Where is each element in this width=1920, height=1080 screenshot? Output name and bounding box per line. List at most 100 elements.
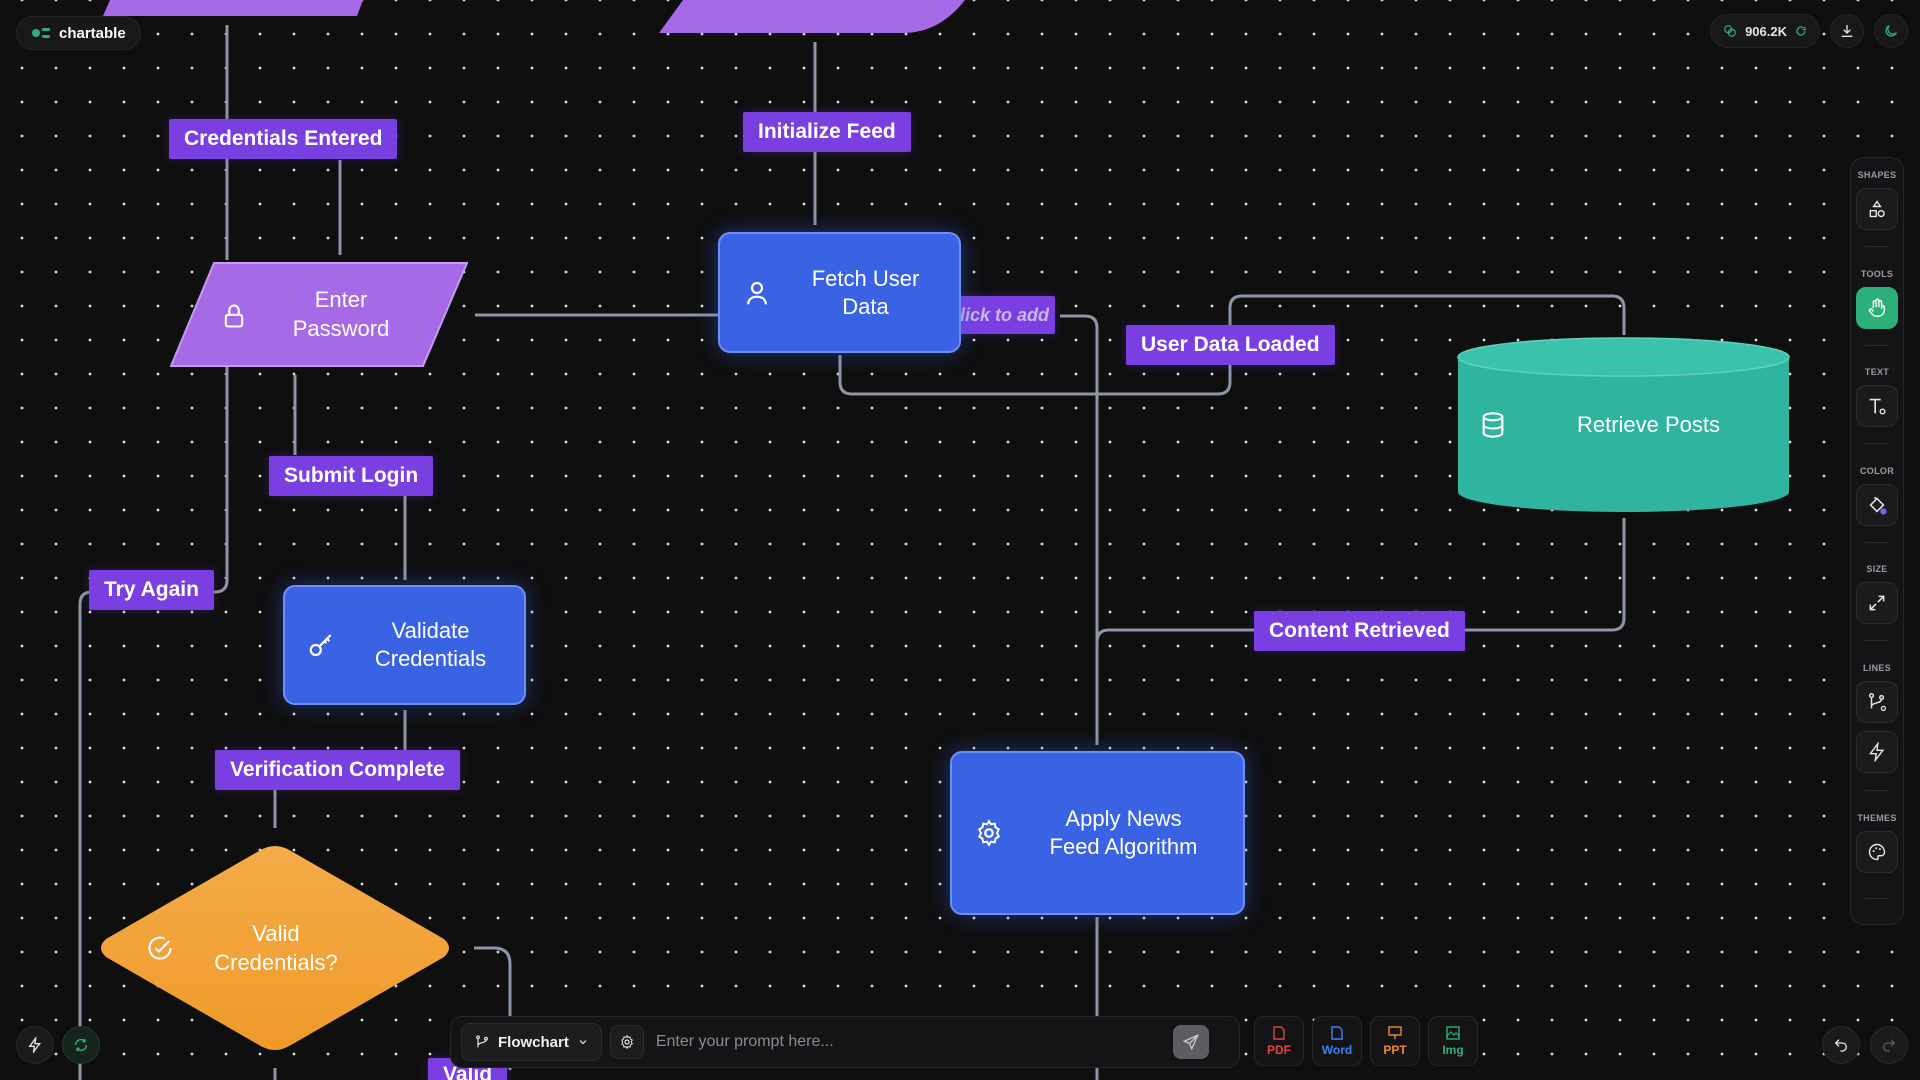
export-image-label: Img [1442, 1042, 1464, 1057]
node-label: Validate Credentials [374, 618, 487, 671]
io-shape-top-left[interactable] [95, 0, 375, 20]
sync-icon [75, 1039, 87, 1051]
edge-label-initialize-feed[interactable]: Initialize Feed [743, 112, 911, 152]
export-buttons: PDF Word PPT Img [1254, 1016, 1478, 1066]
right-toolbar: SHAPES TOOLS TEXT COLOR [1850, 157, 1904, 925]
refresh-icon[interactable] [1795, 25, 1807, 37]
toolbar-section-themes: THEMES [1851, 813, 1903, 873]
coins-icon [1724, 25, 1736, 37]
text-icon [1869, 398, 1886, 415]
export-pdf-label: PDF [1267, 1042, 1291, 1057]
toolbar-section-size: SIZE [1851, 564, 1903, 624]
quick-action-button[interactable] [16, 1026, 54, 1064]
auto-connect-button[interactable] [1856, 731, 1898, 773]
hand-icon [1868, 298, 1886, 317]
toolbar-section-color: COLOR [1851, 466, 1903, 526]
hand-tool-button[interactable] [1856, 287, 1898, 329]
export-ppt-button[interactable]: PPT [1370, 1016, 1420, 1066]
node-enter-password[interactable]: Enter Password [170, 262, 468, 367]
toolbar-title-tools: TOOLS [1860, 269, 1894, 279]
undo-button[interactable] [1822, 1026, 1860, 1064]
io-shape-top-center[interactable] [655, 0, 985, 36]
lightning-icon [1868, 742, 1885, 762]
presentation-icon [1388, 1025, 1402, 1039]
top-right-controls: 906.2K [1710, 14, 1908, 48]
toolbar-title-size: SIZE [1866, 564, 1888, 574]
node-apply-news-feed-algorithm[interactable]: Apply News Feed Algorithm [950, 751, 1245, 915]
gear-icon [977, 819, 1001, 847]
connector-style-button[interactable] [1856, 681, 1898, 723]
prompt-settings-button[interactable] [609, 1025, 644, 1059]
redo-button[interactable] [1870, 1026, 1908, 1064]
toolbar-divider [1865, 246, 1889, 247]
send-icon [1182, 1033, 1200, 1051]
toolbar-divider [1865, 443, 1889, 444]
toolbar-divider [1865, 345, 1889, 346]
diagram-type-label: Flowchart [498, 1033, 569, 1051]
branch-icon [476, 1035, 488, 1048]
node-label: Valid Credentials? [214, 921, 338, 975]
diagram-type-select[interactable]: Flowchart [461, 1023, 602, 1061]
node-retrieve-posts[interactable]: Retrieve Posts [1457, 337, 1790, 514]
download-button[interactable] [1830, 14, 1864, 48]
send-button[interactable] [1173, 1025, 1209, 1059]
toolbar-section-lines: LINES [1851, 663, 1903, 773]
database-icon [1482, 412, 1504, 438]
node-label: Apply News Feed Algorithm [1049, 806, 1198, 859]
color-picker-button[interactable] [1856, 484, 1898, 526]
palette-icon [1868, 843, 1886, 861]
node-label: Enter Password [292, 287, 390, 341]
prompt-input[interactable] [655, 1033, 1173, 1051]
export-word-button[interactable]: Word [1312, 1016, 1362, 1066]
toolbar-divider [1865, 542, 1889, 543]
logo-icon [32, 28, 50, 38]
toolbar-title-lines: LINES [1862, 663, 1891, 673]
edge-label-user-data-loaded[interactable]: User Data Loaded [1126, 325, 1335, 365]
user-icon [747, 281, 767, 304]
node-validate-credentials[interactable]: Validate Credentials [283, 585, 526, 705]
toolbar-title-text: TEXT [1864, 367, 1890, 377]
text-tool-button[interactable] [1856, 385, 1898, 427]
expand-icon [1869, 595, 1885, 611]
export-word-label: Word [1321, 1042, 1353, 1057]
export-image-button[interactable]: Img [1428, 1016, 1478, 1066]
sync-button[interactable] [62, 1026, 100, 1064]
export-pdf-button[interactable]: PDF [1254, 1016, 1304, 1066]
toolbar-section-text: TEXT [1851, 367, 1903, 427]
lightning-icon [28, 1037, 41, 1053]
edge-label-try-again[interactable]: Try Again [89, 570, 214, 610]
toolbar-title-shapes: SHAPES [1857, 170, 1897, 180]
parallelogram-shape [170, 262, 468, 367]
node-valid-credentials[interactable]: Valid Credentials? [96, 843, 454, 1053]
edge-label-credentials-entered[interactable]: Credentials Entered [169, 119, 398, 159]
redo-icon [1883, 1039, 1896, 1052]
themes-button[interactable] [1856, 831, 1898, 873]
bottom-left-controls [16, 1026, 100, 1064]
node-fetch-user-data[interactable]: Fetch User Data [718, 232, 961, 353]
toolbar-divider [1865, 640, 1889, 641]
edge-label-content-retrieved[interactable]: Content Retrieved [1254, 611, 1465, 651]
theme-toggle-button[interactable] [1874, 14, 1908, 48]
toolbar-title-themes: THEMES [1857, 813, 1897, 823]
token-counter[interactable]: 906.2K [1710, 14, 1820, 48]
shapes-icon [1869, 200, 1885, 218]
edge-label-submit-login[interactable]: Submit Login [269, 456, 434, 496]
image-icon [1446, 1025, 1460, 1040]
history-controls [1822, 1026, 1908, 1064]
gear-icon [620, 1034, 633, 1050]
brand-logo[interactable]: chartable [16, 16, 141, 50]
diamond-shape [101, 846, 449, 1050]
check-circle-icon [148, 936, 172, 960]
resize-button[interactable] [1856, 582, 1898, 624]
toolbar-title-color: COLOR [1860, 466, 1894, 476]
node-label: Retrieve Posts [1576, 412, 1721, 437]
toolbar-divider [1865, 790, 1889, 791]
chevron-down-icon [579, 1040, 587, 1045]
cylinder-shape [1457, 337, 1790, 513]
edge-label-verification-complete[interactable]: Verification Complete [215, 750, 460, 790]
edge-label-click-to-add[interactable]: lick to add [958, 296, 1056, 334]
toolbar-section-shapes: SHAPES [1851, 170, 1903, 230]
shapes-button[interactable] [1856, 188, 1898, 230]
undo-icon [1834, 1039, 1847, 1052]
